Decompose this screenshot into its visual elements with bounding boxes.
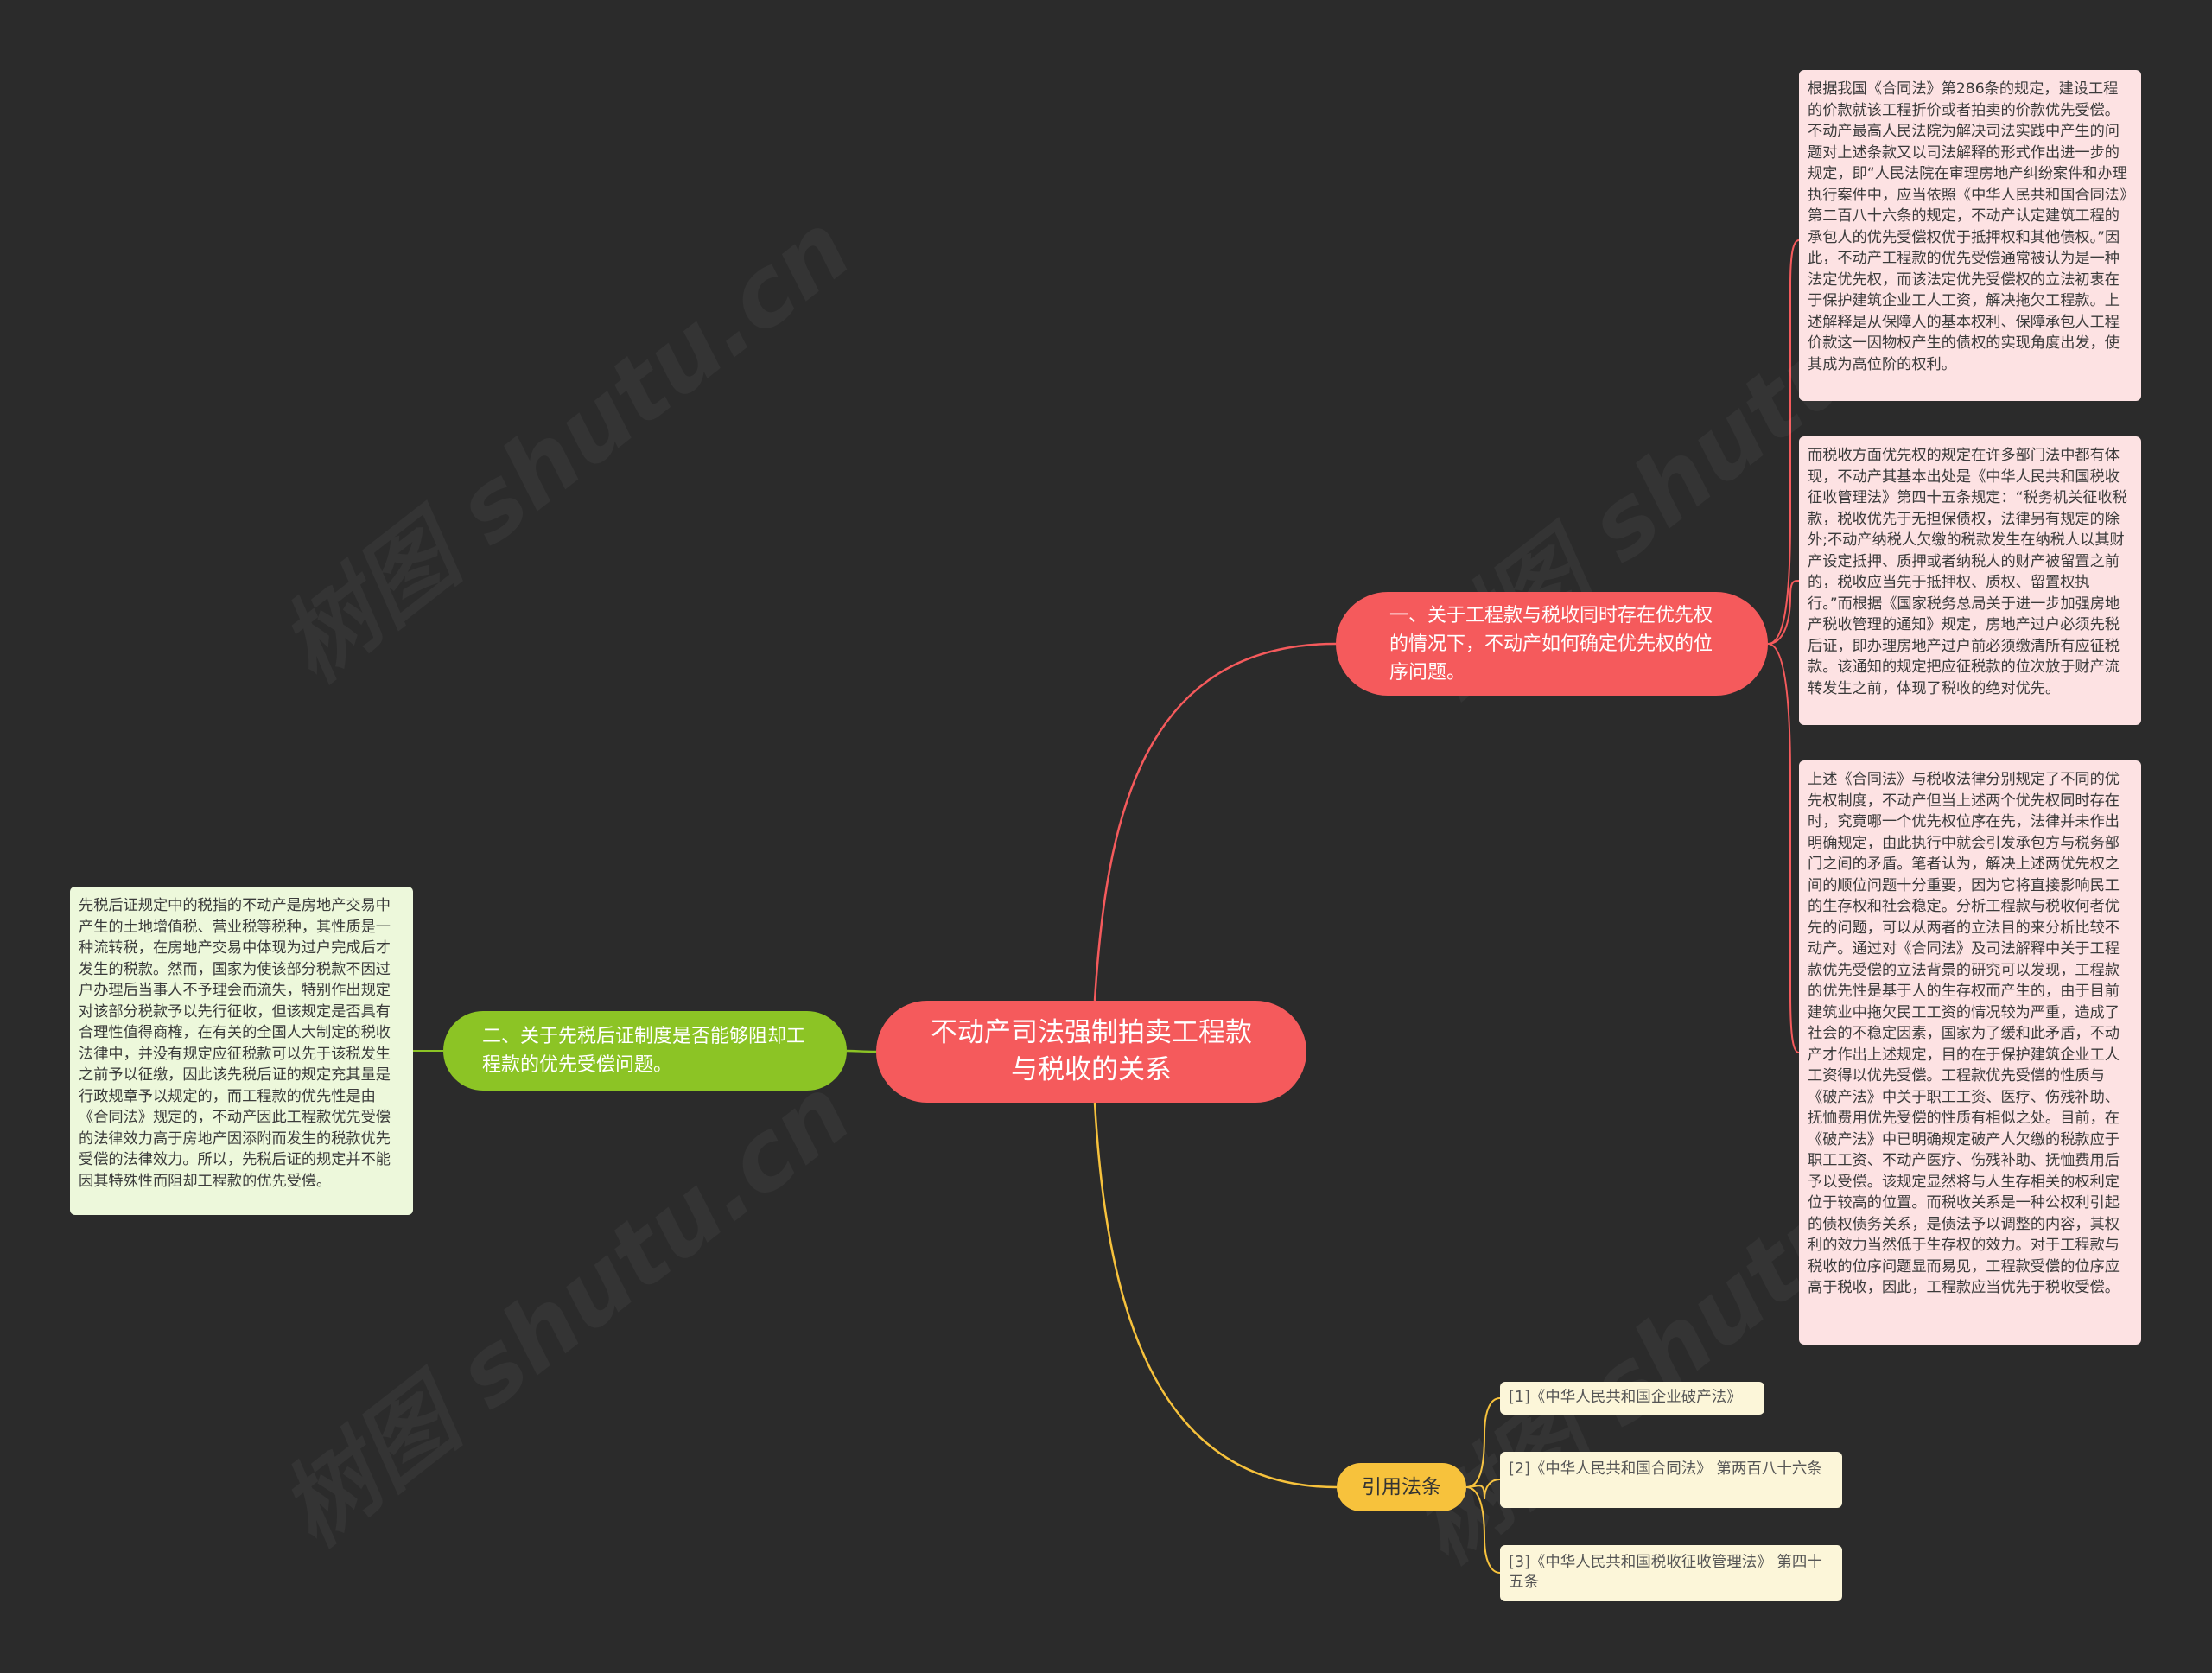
- link-branch3-to-ref1: [1465, 1397, 1501, 1488]
- link-central-to-branch2: [846, 1049, 877, 1053]
- leaf-reference-tax-administration-law[interactable]: [3]《中华人民共和国税收征收管理法》 第四十五条: [1500, 1545, 1842, 1601]
- branch-cited-laws[interactable]: 引用法条: [1337, 1463, 1466, 1511]
- link-central-to-branch3: [1093, 1102, 1338, 1489]
- central-topic[interactable]: 不动产司法强制拍卖工程款与税收的关系: [876, 1001, 1306, 1103]
- leaf-reference-bankruptcy-law[interactable]: [1]《中华人民共和国企业破产法》: [1500, 1382, 1764, 1415]
- leaf-comparison-analysis[interactable]: 上述《合同法》与税收法律分别规定了不同的优先权制度，不动产但当上述两个优先权同时…: [1799, 760, 2141, 1345]
- watermark: 树图 shutu.cn: [246, 175, 874, 708]
- central-topic-label: 不动产司法强制拍卖工程款与税收的关系: [931, 1017, 1252, 1085]
- link-branch3-to-ref3: [1465, 1486, 1501, 1574]
- branch-label: 一、关于工程款与税收同时存在优先权的情况下，不动产如何确定优先权的位序问题。: [1389, 604, 1713, 684]
- link-branch1-to-leaf2: [1767, 580, 1800, 645]
- leaf-contract-law-priority[interactable]: 根据我国《合同法》第286条的规定，建设工程的价款就该工程折价或者拍卖的价款优先…: [1799, 70, 2141, 401]
- link-branch3-to-ref2: [1465, 1479, 1501, 1500]
- branch-label: 引用法条: [1362, 1475, 1441, 1498]
- link-branch1-to-leaf1: [1767, 239, 1800, 645]
- link-branch1-to-leaf3: [1767, 643, 1800, 1053]
- branch-tax-before-certificate[interactable]: 二、关于先税后证制度是否能够阻却工程款的优先受偿问题。: [443, 1011, 847, 1091]
- branch-label: 二、关于先税后证制度是否能够阻却工程款的优先受偿问题。: [482, 1026, 806, 1076]
- leaf-reference-contract-law[interactable]: [2]《中华人民共和国合同法》 第两百八十六条: [1500, 1452, 1842, 1508]
- leaf-tax-before-certificate-analysis[interactable]: 先税后证规定中的税指的不动产是房地产交易中产生的土地增值税、营业税等税种，其性质…: [70, 887, 413, 1215]
- leaf-tax-priority[interactable]: 而税收方面优先权的规定在许多部门法中都有体现，不动产其基本出处是《中华人民共和国…: [1799, 436, 2141, 725]
- branch-priority-order[interactable]: 一、关于工程款与税收同时存在优先权的情况下，不动产如何确定优先权的位序问题。: [1336, 592, 1768, 696]
- link-central-to-branch1: [1093, 642, 1337, 1002]
